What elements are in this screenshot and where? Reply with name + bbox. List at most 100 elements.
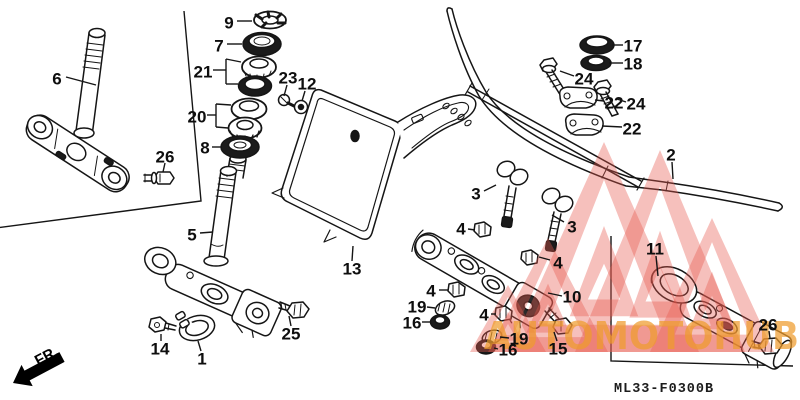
watermark-triangle [494,311,522,341]
group-box-lines [0,10,794,367]
callout-20: 20 [188,108,207,127]
callout-11: 11 [646,240,664,259]
callout-8: 8 [200,139,209,158]
callout-leader-10 [547,292,563,297]
part-steering-stem-5 [144,165,282,338]
callout-leader-3 [551,214,565,223]
callout-2: 2 [666,146,675,165]
callout-leader-22 [594,99,605,102]
callout-23: 23 [279,69,298,88]
callout-leader-16 [493,347,499,350]
diagram-code-text: ML33-F0300B [614,382,714,397]
part-stud-3-left [496,160,529,229]
part-number-plate-13 [271,88,477,243]
part-clamp-22-upper [558,86,598,109]
callout-leader-13 [351,245,354,262]
callout-leader-6 [65,76,97,86]
callout-leader-23 [283,84,288,97]
callout-leader-25 [288,315,292,327]
watermark-triangle [575,150,745,352]
part-bolt-24-upper [539,57,566,94]
callout-leader-22 [601,125,623,128]
part-nut-18 [580,54,612,72]
callout-leader-26 [768,330,771,339]
callout-12: 12 [298,75,317,94]
callout-14: 14 [151,340,170,359]
callout-1: 1 [197,350,206,369]
callout-15: 15 [549,340,568,359]
callout-24: 24 [627,95,646,114]
callout-7: 7 [214,37,223,56]
callout-24: 24 [575,70,594,89]
part-nut-4-c [447,281,466,298]
part-nut-4-b [520,249,539,266]
callout-leader-3 [483,184,497,192]
part-nut-4-d [494,305,513,322]
callout-leader-19 [499,336,510,339]
part-stack-bearings [220,10,287,179]
part-lock-washer-9 [253,10,287,30]
part-bolt-14 [148,316,177,333]
watermark-text: AUTOMOTOHUB [484,314,799,358]
callout-leader-4 [538,256,551,261]
part-bearing-20-upper [230,97,268,121]
part-clamp-22-lower [564,113,604,136]
callout-leader-26 [162,162,166,173]
callout-leader-21 [225,58,242,63]
part-cap-nut-17 [579,35,615,55]
callout-5: 5 [187,226,196,245]
watermark-triangle [689,271,735,330]
callout-4: 4 [426,282,436,301]
part-stem-nut-7 [242,31,282,57]
callout-22: 22 [605,94,624,113]
part-clamp-ring-1 [170,310,216,342]
callout-3: 3 [567,218,576,237]
part-upper-holder-10 [411,229,554,330]
callout-leader-15 [553,331,558,342]
part-bolt-24-lower [593,79,619,117]
callout-4: 4 [456,220,466,239]
callout-26: 26 [759,316,778,335]
callout-6: 6 [52,70,61,89]
part-grommet-19-a [434,300,456,316]
callout-4: 4 [479,306,489,325]
watermark-triangle [470,285,546,352]
callout-leader-24 [616,98,627,103]
part-nut-4-a [473,221,492,238]
part-nut-16-b [475,339,497,355]
watermark-triangle [488,238,608,352]
callout-17: 17 [624,37,643,56]
watermark-logo [470,142,774,352]
callout-21: 21 [194,63,213,82]
callout-3: 3 [471,185,480,204]
part-bolt-25 [278,301,310,319]
callout-leader-4 [467,228,476,231]
front-direction-arrow: FR. [13,343,65,387]
callout-leader-2 [671,161,674,180]
part-bolt-26-right [751,337,783,355]
callout-4: 4 [553,254,563,273]
callout-leader-12 [301,90,306,102]
front-arrow-shape [13,352,65,387]
callout-9: 9 [224,14,233,33]
callout-10: 10 [563,288,582,307]
callout-18: 18 [624,55,643,74]
callout-leader-5 [199,231,214,234]
callout-22: 22 [623,120,642,139]
watermark-triangle [509,142,699,352]
part-bolt-23 [277,93,298,109]
callout-16: 16 [499,341,518,360]
watermark-triangle [629,230,691,318]
part-bolt-15 [544,307,573,335]
left-group-box [0,10,202,229]
callout-leader-20 [215,126,229,129]
part-washer-12 [293,99,309,115]
watermark-triangle [650,218,774,352]
part-steering-stem-6 [25,27,130,193]
callout-leader-11 [655,255,659,277]
callout-25: 25 [282,325,301,344]
right-group-box [610,236,794,367]
watermark-triangle [526,283,570,333]
